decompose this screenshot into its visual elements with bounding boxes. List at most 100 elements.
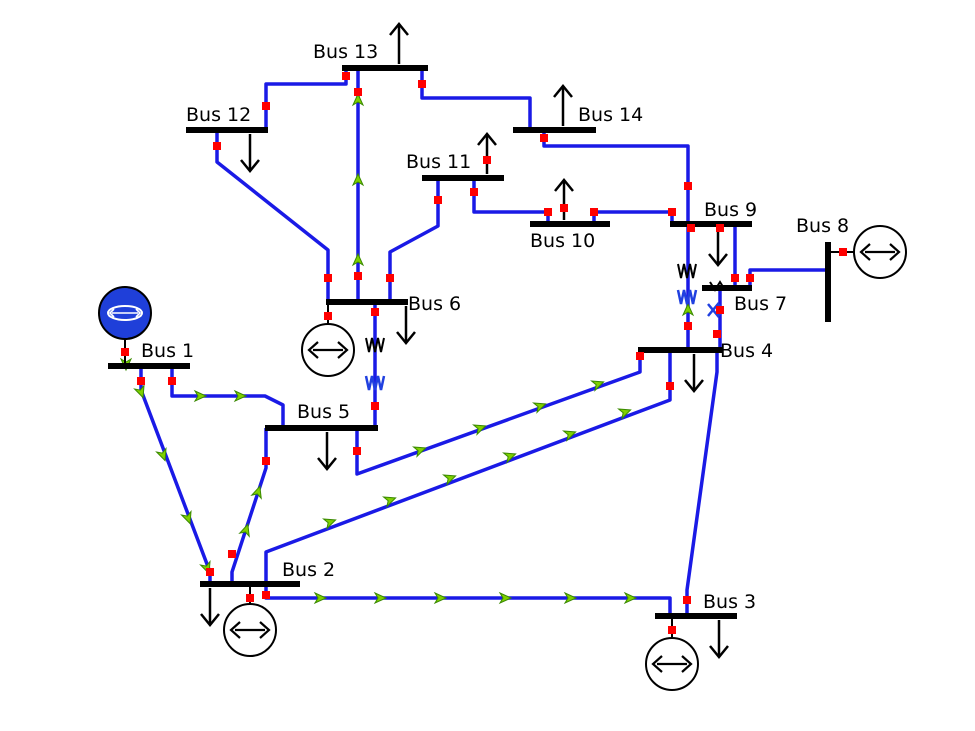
flow-arrow-icon xyxy=(233,389,248,403)
breaker[interactable] xyxy=(716,224,724,232)
breaker[interactable] xyxy=(636,352,644,360)
generators xyxy=(98,225,907,691)
flow-arrow-icon xyxy=(562,430,577,442)
breaker[interactable] xyxy=(371,402,379,410)
breaker[interactable] xyxy=(668,208,676,216)
breaker[interactable] xyxy=(731,274,739,282)
breaker[interactable] xyxy=(353,447,361,455)
breaker[interactable] xyxy=(684,182,692,190)
bus-bars xyxy=(108,65,831,619)
flow-arrow-icon xyxy=(563,591,578,605)
breaker[interactable] xyxy=(713,330,721,338)
bus13-label: Bus 13 xyxy=(313,41,378,63)
line-bus12-bus13[interactable] xyxy=(264,68,348,130)
breaker[interactable] xyxy=(483,156,491,164)
breaker[interactable] xyxy=(206,568,214,576)
breaker[interactable] xyxy=(371,308,379,316)
breaker[interactable] xyxy=(262,457,270,465)
breaker[interactable] xyxy=(590,208,598,216)
load-arrow-bus2-icon[interactable] xyxy=(199,586,221,627)
breaker[interactable] xyxy=(324,312,332,320)
breaker[interactable] xyxy=(213,142,221,150)
breaker[interactable] xyxy=(540,134,548,142)
line-bus6-bus12[interactable] xyxy=(215,130,330,302)
breaker[interactable] xyxy=(746,274,754,282)
flow-arrow-icon xyxy=(351,92,365,107)
flow-arrow-icon xyxy=(193,389,208,403)
flow-arrow-icon xyxy=(250,485,262,500)
line-bus7-bus8[interactable] xyxy=(748,268,826,288)
load-arrow-bus14-icon[interactable] xyxy=(552,84,574,128)
breaker[interactable] xyxy=(687,224,695,232)
load-arrow-bus4-icon[interactable] xyxy=(683,352,705,393)
transformer-bus5-bus6[interactable] xyxy=(364,337,386,391)
load-arrow-bus10-icon[interactable] xyxy=(553,178,575,222)
breaker[interactable] xyxy=(470,188,478,196)
breaker[interactable] xyxy=(137,377,145,385)
flow-arrows xyxy=(119,92,695,605)
flow-arrow-icon xyxy=(617,408,632,420)
breaker[interactable] xyxy=(246,594,254,602)
line-bus2-bus4[interactable] xyxy=(264,350,672,582)
breaker[interactable] xyxy=(354,88,362,96)
bus8-label: Bus 8 xyxy=(796,215,849,237)
line-bus2-bus3[interactable] xyxy=(264,584,672,614)
breaker[interactable] xyxy=(262,591,270,599)
bus3-label: Bus 3 xyxy=(703,591,756,613)
generator-bus1-icon[interactable] xyxy=(98,286,152,366)
breaker[interactable] xyxy=(683,596,691,604)
bus11-label: Bus 11 xyxy=(406,151,471,173)
load-arrow-bus13-icon[interactable] xyxy=(388,22,410,66)
bus5-label: Bus 5 xyxy=(297,401,350,423)
breaker[interactable] xyxy=(386,274,394,282)
line-bus9-bus10[interactable] xyxy=(592,210,674,224)
generator-bus6-icon[interactable] xyxy=(301,302,355,377)
flow-arrow-icon xyxy=(180,510,192,525)
line-bus13-bus14[interactable] xyxy=(420,68,532,130)
breaker[interactable] xyxy=(228,550,236,558)
breaker[interactable] xyxy=(121,348,129,356)
bus14-label: Bus 14 xyxy=(578,104,643,126)
breaker[interactable] xyxy=(434,196,442,204)
flow-arrow-icon xyxy=(412,446,427,458)
bus1-label: Bus 1 xyxy=(141,340,194,362)
load-arrow-bus12-icon[interactable] xyxy=(239,132,261,173)
flow-arrow-icon xyxy=(623,591,638,605)
line-bus10-bus11[interactable] xyxy=(472,178,550,224)
load-arrow-bus5-icon[interactable] xyxy=(316,430,338,471)
flow-arrow-icon xyxy=(433,591,448,605)
load-arrow-bus11-icon[interactable] xyxy=(476,132,498,176)
line-bus5-bus4[interactable] xyxy=(355,350,642,476)
breaker[interactable] xyxy=(342,72,350,80)
breaker[interactable] xyxy=(324,274,332,282)
breaker[interactable] xyxy=(418,80,426,88)
transformer-bus4-bus9[interactable] xyxy=(676,263,698,305)
breakers xyxy=(121,72,847,634)
breaker[interactable] xyxy=(544,208,552,216)
generator-bus3-icon[interactable] xyxy=(645,616,699,691)
bus4-label: Bus 4 xyxy=(720,340,773,362)
line-bus6-bus11[interactable] xyxy=(388,178,440,302)
breaker[interactable] xyxy=(354,272,362,280)
loads xyxy=(199,22,730,659)
breaker[interactable] xyxy=(684,322,692,330)
generator-bus8-icon[interactable] xyxy=(828,225,907,279)
flow-arrow-icon xyxy=(442,474,457,486)
breaker[interactable] xyxy=(560,204,568,212)
load-arrow-bus9-icon[interactable] xyxy=(707,226,729,267)
load-arrow-bus3-icon[interactable] xyxy=(708,618,730,659)
bus12-label: Bus 12 xyxy=(186,104,251,126)
bus-labels: Bus 1 Bus 2 Bus 3 Bus 4 Bus 5 Bus 6 Bus … xyxy=(141,41,849,613)
breaker[interactable] xyxy=(262,102,270,110)
bus9-label: Bus 9 xyxy=(704,199,757,221)
line-bus2-bus5[interactable] xyxy=(230,428,268,582)
breaker[interactable] xyxy=(839,248,847,256)
breaker[interactable] xyxy=(168,377,176,385)
breaker[interactable] xyxy=(716,306,724,314)
breaker[interactable] xyxy=(666,382,674,390)
breaker[interactable] xyxy=(668,626,676,634)
bus7-label: Bus 7 xyxy=(734,293,787,315)
flow-arrow-icon xyxy=(373,591,388,605)
line-bus1-bus5[interactable] xyxy=(170,366,285,428)
